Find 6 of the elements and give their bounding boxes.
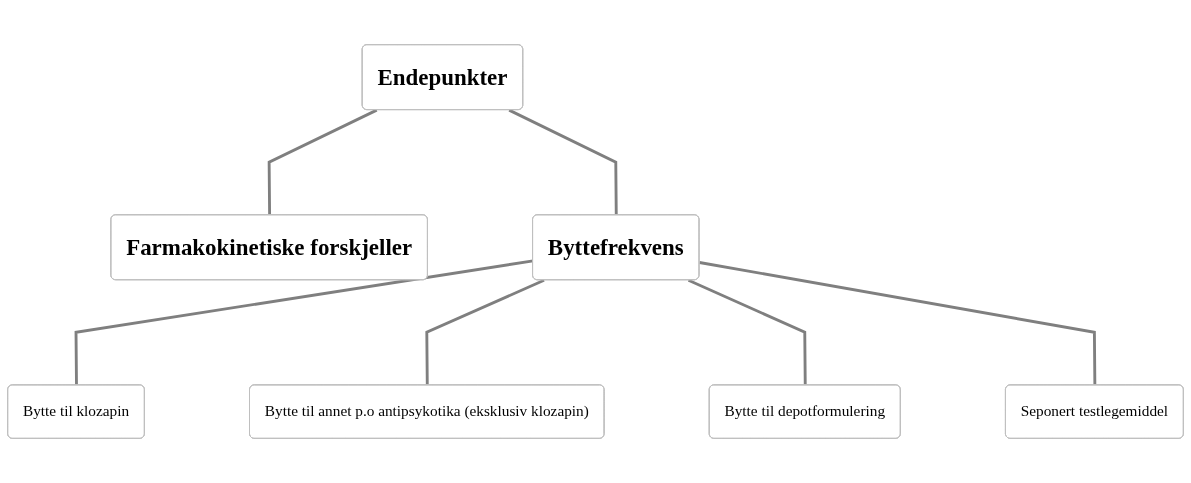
connector [508,108,618,216]
connector [699,261,1097,386]
connector [74,259,534,386]
connector [425,278,545,386]
connector [267,108,378,216]
connector [687,278,807,386]
